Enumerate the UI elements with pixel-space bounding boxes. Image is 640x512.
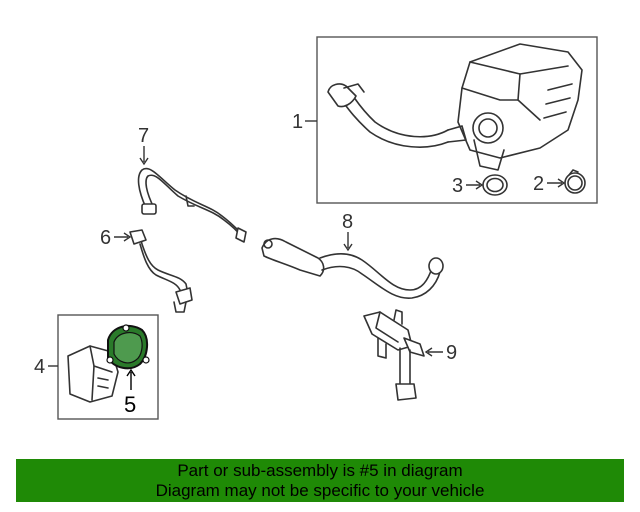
callout-1: 1 — [292, 111, 303, 133]
part-3-o-ring[interactable] — [482, 174, 508, 196]
callout-3: 3 — [452, 175, 463, 197]
part-5-cover-highlighted[interactable] — [106, 324, 150, 370]
callout-9: 9 — [446, 342, 457, 364]
part-1-oil-separator[interactable] — [327, 43, 583, 171]
callout-5: 5 — [124, 392, 136, 417]
part-8-pipe[interactable] — [261, 237, 444, 299]
banner-line-2: Diagram may not be specific to your vehi… — [155, 481, 485, 500]
callout-6-leader — [114, 232, 132, 242]
parts-diagram: 1 3 2 7 6 — [34, 36, 598, 420]
part-9-valve[interactable] — [363, 309, 425, 401]
callout-5-leader — [126, 368, 136, 390]
part-4-housing[interactable] — [67, 345, 119, 403]
callout-9-leader — [424, 347, 443, 357]
callout-8-leader — [343, 232, 353, 252]
callout-2: 2 — [533, 173, 544, 195]
callout-7: 7 — [138, 125, 149, 147]
part-6-hose[interactable] — [129, 229, 193, 313]
callout-8: 8 — [342, 211, 353, 233]
part-2-clamp[interactable] — [564, 169, 586, 194]
info-banner: Part or sub-assembly is #5 in diagram Di… — [16, 459, 624, 502]
callout-3-leader — [466, 180, 484, 190]
callout-6: 6 — [100, 227, 111, 249]
assembly-1-box — [316, 36, 598, 204]
callout-7-leader — [139, 146, 149, 166]
assembly-4-box — [57, 314, 159, 420]
banner-line-1: Part or sub-assembly is #5 in diagram — [177, 461, 463, 480]
callout-4: 4 — [34, 356, 45, 378]
part-7-vent-hose[interactable] — [137, 167, 247, 243]
callout-2-leader — [547, 178, 566, 188]
